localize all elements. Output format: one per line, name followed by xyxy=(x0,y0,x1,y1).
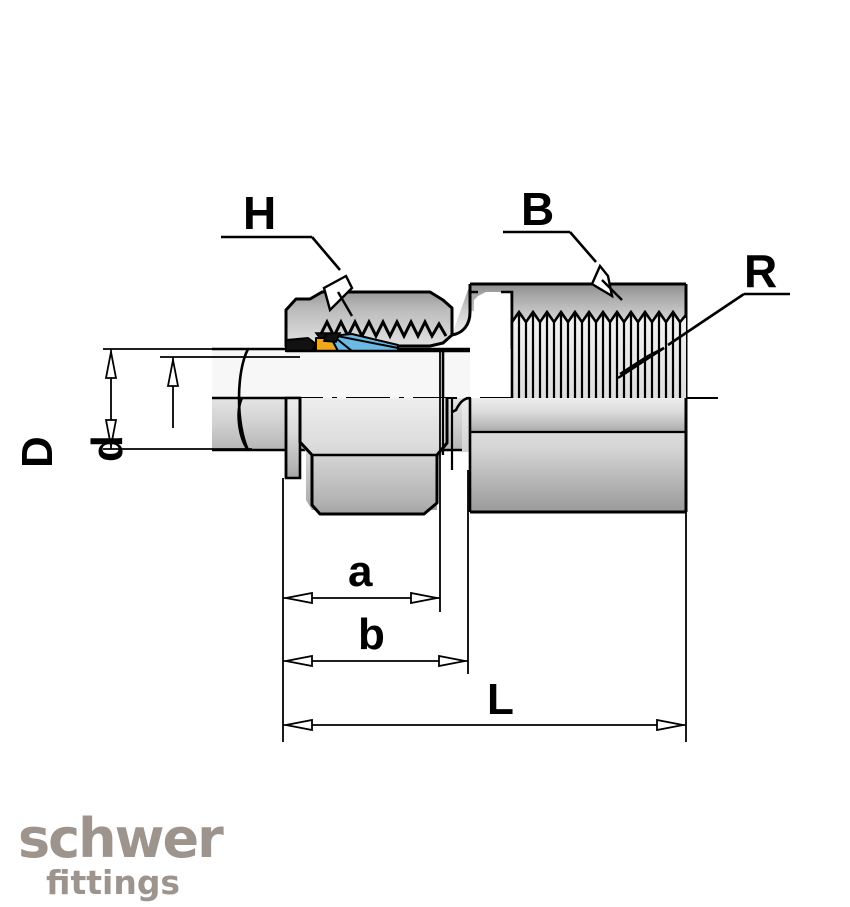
nut-internal-thread-zigzag xyxy=(318,318,448,340)
leader-H-tip xyxy=(336,291,354,317)
nut-collar-lower xyxy=(284,396,302,480)
union-nut-lower xyxy=(284,396,454,516)
diameter-dimensions xyxy=(103,348,300,450)
callout-leaders xyxy=(221,230,790,380)
arrowhead-a-right xyxy=(410,591,438,605)
male-thread-crest-zigzag xyxy=(510,309,687,325)
arrowhead-D-down xyxy=(104,419,118,447)
arrowhead-d-up xyxy=(166,359,180,387)
arrowhead-L-right xyxy=(656,718,684,732)
union-nut-upper xyxy=(284,290,454,352)
body-neck-undercut xyxy=(451,284,472,337)
male-thread-flank-lines xyxy=(517,312,682,398)
arrowhead-L-left xyxy=(285,718,313,732)
callout-label-R: R xyxy=(744,245,778,297)
tube-break-line-lower xyxy=(237,397,250,451)
fitting-body-upper xyxy=(451,282,688,398)
arrowhead-b-right xyxy=(438,654,466,668)
leader-B-tip xyxy=(601,279,623,301)
leader-R-diagonal xyxy=(667,292,745,347)
logo-tagline-text: fittings xyxy=(46,863,181,902)
dimension-label-a: a xyxy=(348,547,373,596)
arrowhead-a-left xyxy=(285,591,313,605)
callout-label-H: H xyxy=(243,187,277,239)
dimension-label-L: L xyxy=(487,675,514,724)
body-left-top-corner xyxy=(468,284,478,294)
linear-dimensions xyxy=(282,352,687,742)
body-lower-neck-fillet xyxy=(451,396,471,414)
cutting-edge-tip xyxy=(322,332,342,343)
dimension-label-D: D xyxy=(13,436,62,468)
cutting-ring-assembly xyxy=(286,332,470,398)
tube-upper-wall xyxy=(212,349,470,398)
arrowhead-D-up xyxy=(104,351,118,379)
nut-face-seal-black xyxy=(285,336,318,352)
arrowhead-b-left xyxy=(285,654,313,668)
hex-body-lower-fill xyxy=(462,398,686,512)
leader-H-diagonal xyxy=(311,236,341,271)
dimension-label-d: d xyxy=(83,435,132,462)
fitting-body-lower xyxy=(451,396,688,514)
callout-label-B: B xyxy=(521,183,555,235)
hex-body-lower-upper-band xyxy=(470,398,686,432)
logo-brand-text: schwer xyxy=(18,807,224,870)
leader-B-diagonal xyxy=(569,231,597,263)
male-thread-R xyxy=(510,309,687,398)
brand-logo: schwer fittings xyxy=(18,812,238,900)
leader-R-tip xyxy=(617,346,665,380)
dimension-label-b: b xyxy=(358,610,385,659)
